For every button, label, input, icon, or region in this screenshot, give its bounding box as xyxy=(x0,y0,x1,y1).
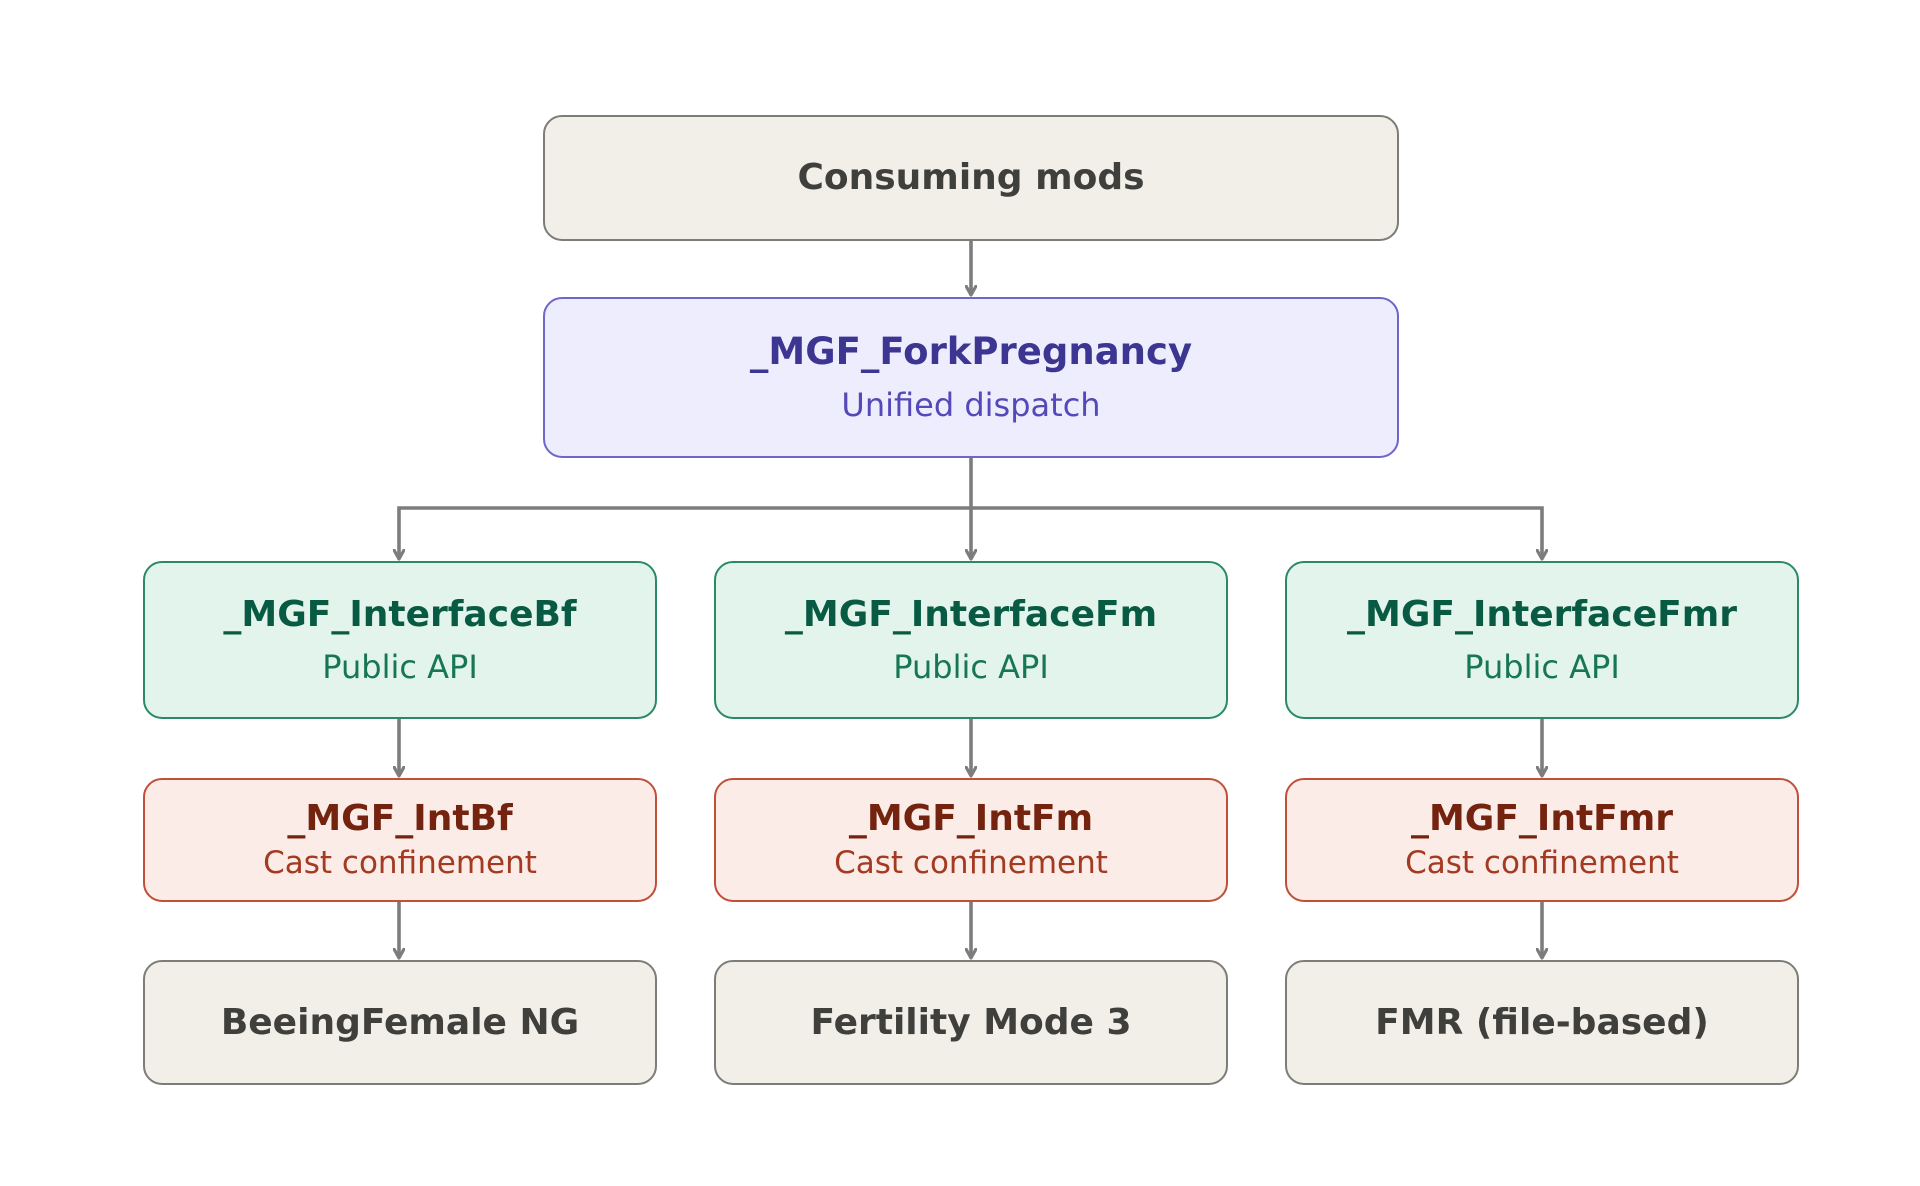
int-bf-title: _MGF_IntBf xyxy=(287,798,513,840)
int-fm-title: _MGF_IntFm xyxy=(848,798,1094,840)
int-bf-subtitle: Cast confinement xyxy=(263,844,537,881)
consuming-mods-node: Consuming mods xyxy=(543,115,1399,241)
backend-fertility-mode-node: Fertility Mode 3 xyxy=(714,960,1228,1085)
interface-fm-subtitle: Public API xyxy=(893,648,1049,687)
backend-fmr-title: FMR (file-based) xyxy=(1375,1001,1709,1043)
fork-pregnancy-node: _MGF_ForkPregnancy Unified dispatch xyxy=(543,297,1399,458)
interface-fmr-node: _MGF_InterfaceFmr Public API xyxy=(1285,561,1799,719)
backend-fmr-node: FMR (file-based) xyxy=(1285,960,1799,1085)
int-fmr-node: _MGF_IntFmr Cast confinement xyxy=(1285,778,1799,902)
interface-bf-title: _MGF_InterfaceBf xyxy=(223,593,577,635)
interface-bf-subtitle: Public API xyxy=(322,648,478,687)
fork-pregnancy-title: _MGF_ForkPregnancy xyxy=(749,329,1193,373)
int-bf-node: _MGF_IntBf Cast confinement xyxy=(143,778,657,902)
int-fm-node: _MGF_IntFm Cast confinement xyxy=(714,778,1228,902)
interface-bf-node: _MGF_InterfaceBf Public API xyxy=(143,561,657,719)
arrow-branch-to-interface-fmr xyxy=(971,506,1542,559)
backend-beeingfemale-node: BeeingFemale NG xyxy=(143,960,657,1085)
int-fmr-title: _MGF_IntFmr xyxy=(1410,798,1674,840)
int-fm-subtitle: Cast confinement xyxy=(834,844,1108,881)
fork-pregnancy-subtitle: Unified dispatch xyxy=(841,386,1101,425)
arrow-branch-to-interface-bf xyxy=(399,506,971,559)
backend-fertility-mode-title: Fertility Mode 3 xyxy=(810,1001,1132,1043)
int-fmr-subtitle: Cast confinement xyxy=(1405,844,1679,881)
backend-beeingfemale-title: BeeingFemale NG xyxy=(220,1001,580,1043)
interface-fm-node: _MGF_InterfaceFm Public API xyxy=(714,561,1228,719)
interface-fm-title: _MGF_InterfaceFm xyxy=(784,593,1158,635)
interface-fmr-subtitle: Public API xyxy=(1464,648,1620,687)
interface-fmr-title: _MGF_InterfaceFmr xyxy=(1347,593,1737,635)
consuming-mods-title: Consuming mods xyxy=(797,157,1145,199)
